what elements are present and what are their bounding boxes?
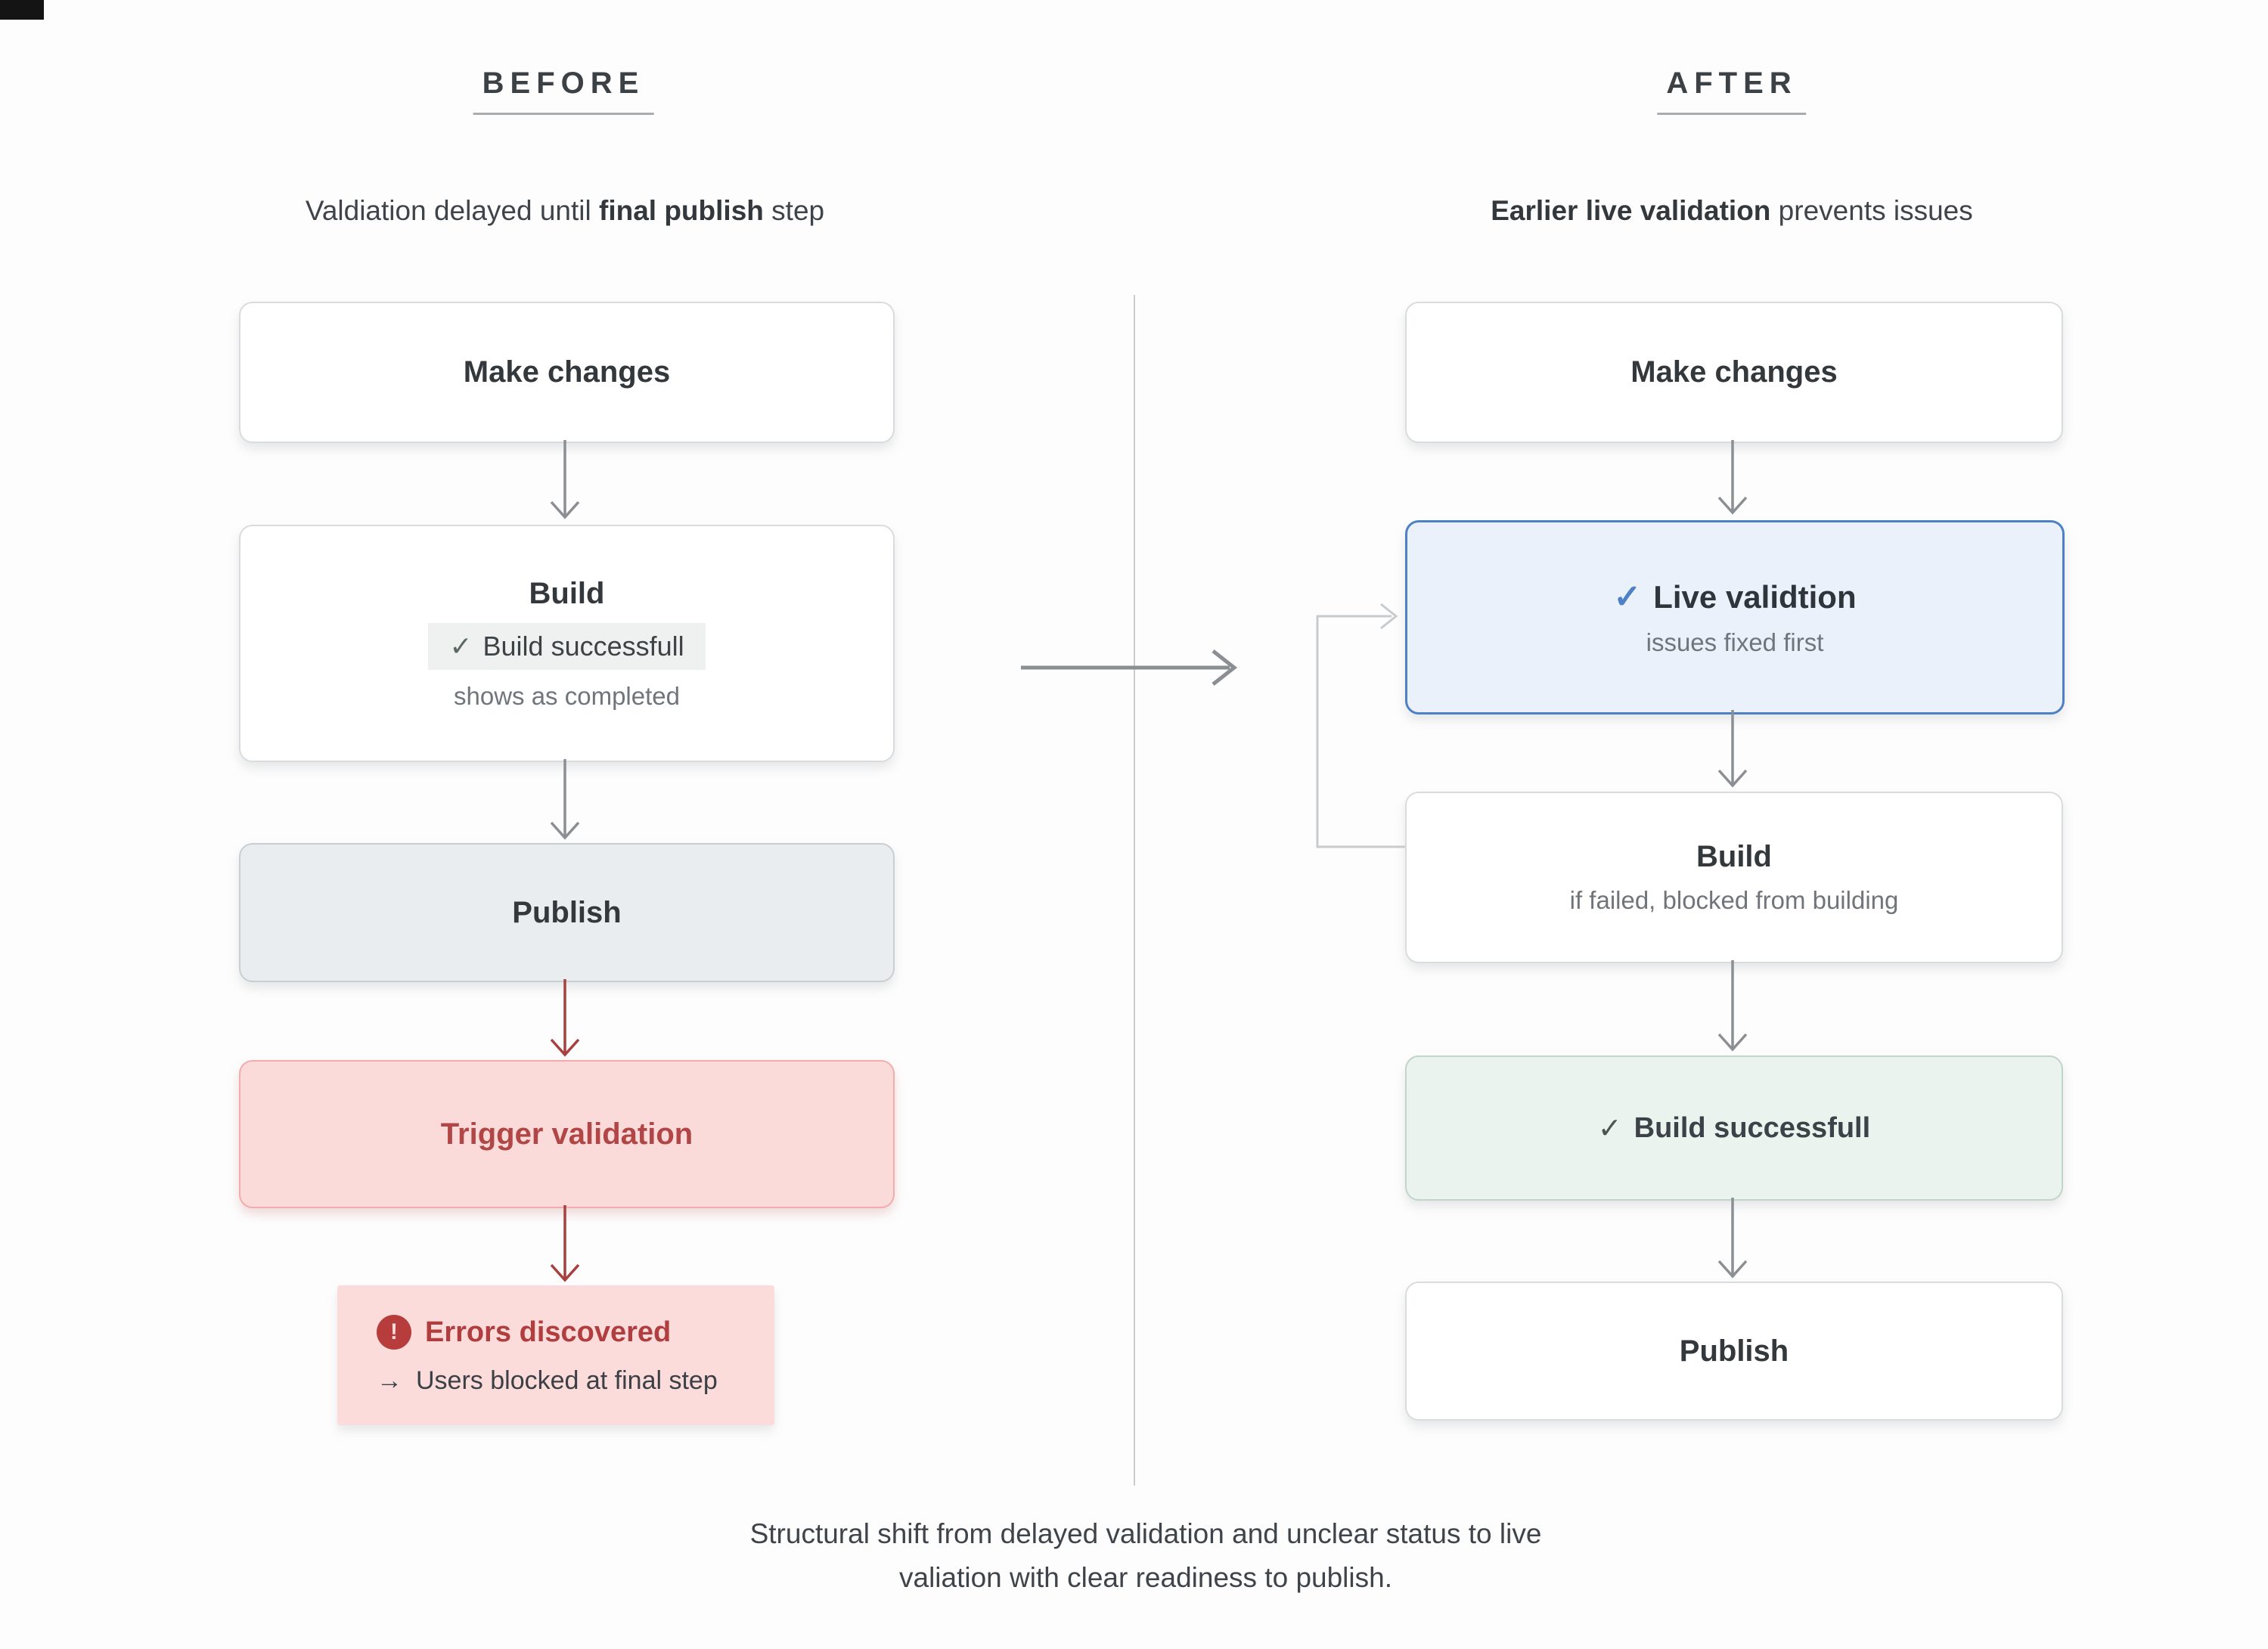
center-divider	[1134, 295, 1135, 1486]
after-live-validation-label: Live validtion	[1653, 578, 1857, 615]
after-build-box: Build if failed, blocked from building	[1405, 792, 2063, 963]
after-build-note: if failed, blocked from building	[1569, 886, 1899, 914]
before-trigger-validation-label: Trigger validation	[440, 1117, 693, 1151]
caption-line-2: valiation with clear readiness to publis…	[899, 1562, 1392, 1593]
arrow-down-icon	[550, 440, 580, 519]
after-live-validation-box: ✓ Live validtion issues fixed first	[1405, 520, 2065, 714]
error-alert-icon: !	[377, 1315, 411, 1350]
before-subtitle-post: step	[763, 195, 825, 226]
after-publish-label: Publish	[1679, 1334, 1789, 1368]
after-publish-box: Publish	[1405, 1282, 2063, 1421]
before-subtitle-bold: final publish	[598, 195, 764, 226]
before-subtitle-pre: Valdiation delayed until	[305, 195, 599, 226]
after-title: AFTER	[1657, 67, 1807, 115]
build-status-badge-label: Build successfull	[482, 630, 684, 662]
before-subtitle: Valdiation delayed until final publish s…	[306, 195, 824, 227]
retry-loop-arrow-icon	[1316, 603, 1405, 848]
after-build-successful-box: ✓ Build successfull	[1405, 1055, 2063, 1201]
after-make-changes-label: Make changes	[1630, 355, 1838, 389]
before-build-label: Build	[529, 576, 605, 610]
errors-note-label: Users blocked at final step	[416, 1366, 718, 1395]
after-build-successful-label: Build successfull	[1634, 1111, 1871, 1144]
screen-corner-artifact	[0, 0, 44, 20]
build-status-badge: ✓ Build successfull	[428, 622, 706, 670]
errors-discovered-box: ! Errors discovered → Users blocked at f…	[337, 1285, 774, 1425]
before-build-box: Build ✓ Build successfull shows as compl…	[239, 525, 895, 762]
arrow-down-icon	[1717, 960, 1748, 1052]
after-make-changes-box: Make changes	[1405, 302, 2063, 443]
after-subtitle-post: prevents issues	[1770, 195, 1973, 226]
before-build-note: shows as completed	[454, 681, 680, 710]
after-live-validation-note: issues fixed first	[1646, 628, 1824, 656]
arrow-down-icon	[550, 759, 580, 840]
errors-title-row: ! Errors discovered	[377, 1315, 774, 1350]
after-build-label: Build	[1696, 840, 1772, 873]
caption-line-1: Structural shift from delayed validation…	[749, 1518, 1542, 1549]
errors-discovered-label: Errors discovered	[425, 1316, 672, 1348]
before-make-changes-box: Make changes	[239, 302, 895, 443]
check-icon: ✓	[1597, 1112, 1622, 1145]
arrow-down-icon	[1717, 440, 1748, 515]
before-make-changes-label: Make changes	[463, 355, 671, 389]
check-icon: ✓	[1613, 578, 1642, 615]
arrow-down-icon	[1717, 1198, 1748, 1279]
check-icon: ✓	[449, 630, 473, 662]
live-validation-title-row: ✓ Live validtion	[1613, 578, 1856, 616]
before-to-after-arrow-icon	[1021, 649, 1238, 686]
arrow-down-icon	[1717, 710, 1748, 788]
after-subtitle-bold: Earlier live validation	[1491, 195, 1771, 226]
right-arrow-icon: →	[377, 1366, 402, 1395]
arrow-down-red-icon	[550, 1205, 580, 1282]
before-publish-box: Publish	[239, 843, 895, 982]
before-trigger-validation-box: Trigger validation	[239, 1060, 895, 1208]
errors-note-row: → Users blocked at final step	[377, 1366, 774, 1396]
build-successful-row: ✓ Build successfull	[1598, 1111, 1870, 1145]
bottom-caption: Structural shift from delayed validation…	[750, 1512, 1542, 1600]
before-title: BEFORE	[473, 67, 654, 115]
exclamation-glyph: !	[390, 1319, 398, 1344]
arrow-down-red-icon	[550, 979, 580, 1057]
before-publish-label: Publish	[512, 895, 622, 929]
after-subtitle: Earlier live validation prevents issues	[1491, 195, 1973, 227]
